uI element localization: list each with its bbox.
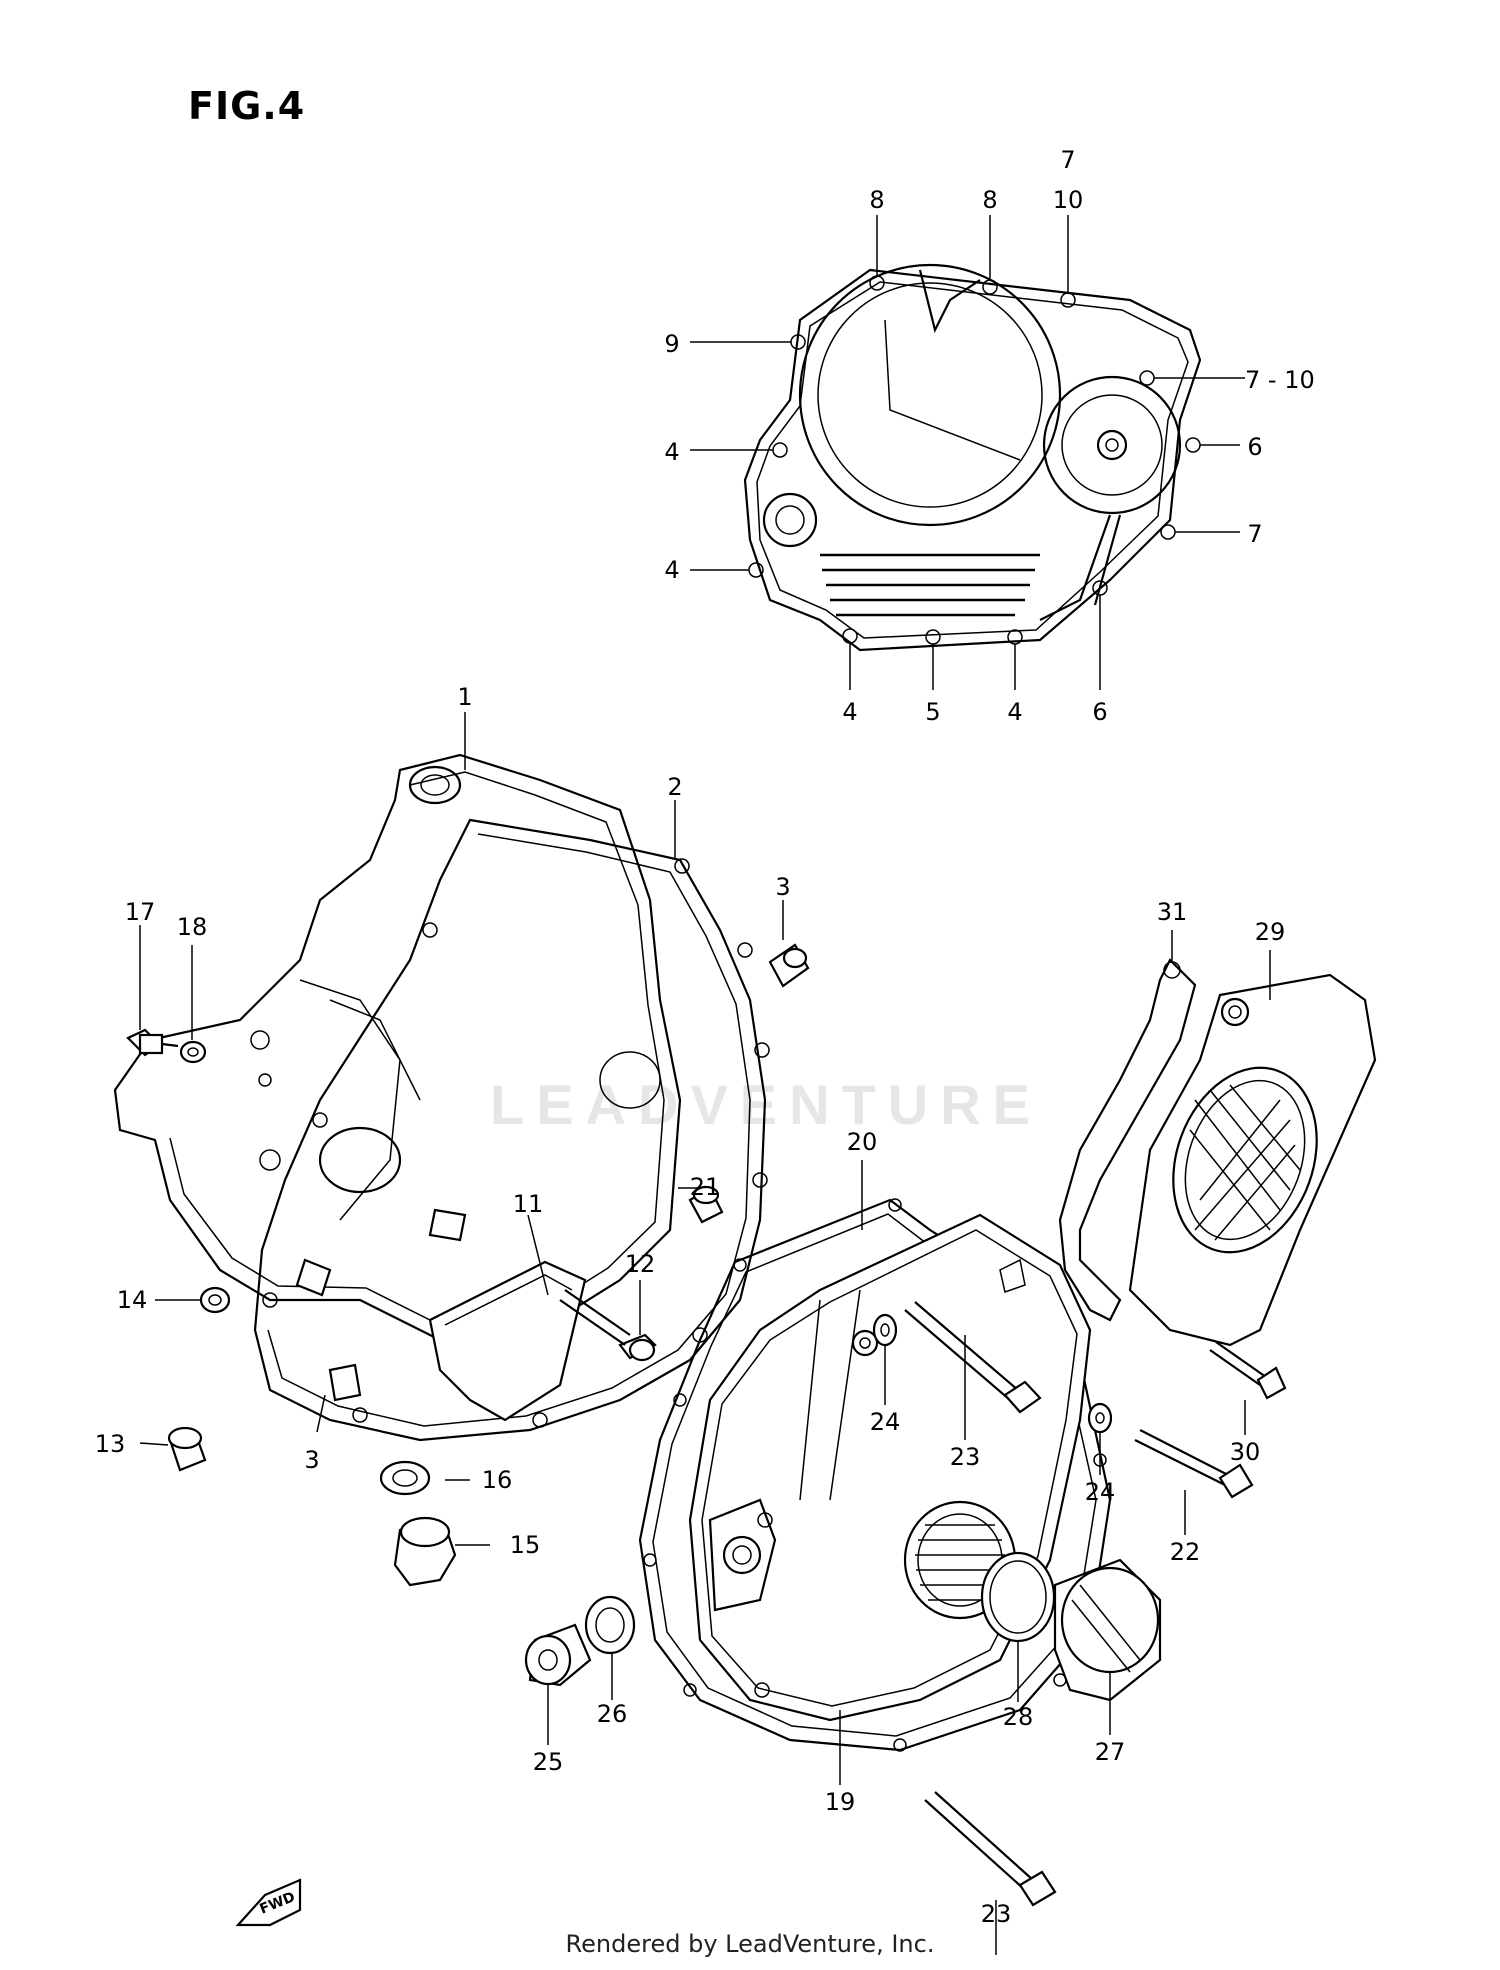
callout-13: 13 bbox=[95, 1430, 126, 1458]
callout-4d: 4 bbox=[1007, 698, 1022, 726]
callout-23b: 23 bbox=[981, 1900, 1012, 1928]
callout-25: 25 bbox=[533, 1748, 564, 1776]
callout-30: 30 bbox=[1230, 1438, 1261, 1466]
figure-title: FIG.4 bbox=[188, 84, 306, 128]
callout-4c: 4 bbox=[842, 698, 857, 726]
callout-29: 29 bbox=[1255, 918, 1286, 946]
callout-22: 22 bbox=[1170, 1538, 1201, 1566]
forward-arrow-badge: FWD bbox=[235, 1878, 302, 1927]
callout-4b: 4 bbox=[664, 556, 679, 584]
callout-2: 2 bbox=[667, 773, 682, 801]
magneto-cover bbox=[688, 1213, 1092, 1722]
callout-3a: 3 bbox=[775, 873, 790, 901]
callout-5: 5 bbox=[925, 698, 940, 726]
drain-plugs-left bbox=[126, 1028, 457, 1587]
callout-23a: 23 bbox=[950, 1443, 981, 1471]
footer-credit: Rendered by LeadVenture, Inc. bbox=[565, 1930, 935, 1958]
callout-16: 16 bbox=[482, 1466, 513, 1494]
callout-7b: 7 bbox=[1247, 520, 1262, 548]
callout-1: 1 bbox=[457, 683, 472, 711]
callout-19: 19 bbox=[825, 1788, 856, 1816]
dowel-pin-21-end bbox=[692, 1185, 720, 1205]
callout-6b: 6 bbox=[1092, 698, 1107, 726]
watermark: LEADVENTURE bbox=[490, 1073, 1043, 1136]
cover-plugs bbox=[524, 1551, 1162, 1702]
callout-9: 9 bbox=[664, 330, 679, 358]
callout-6a: 6 bbox=[1247, 433, 1262, 461]
crankcase-gasket bbox=[253, 818, 770, 1442]
callout-4a: 4 bbox=[664, 438, 679, 466]
callout-3b: 3 bbox=[304, 1446, 319, 1474]
callout-11: 11 bbox=[513, 1190, 544, 1218]
magneto-bolts bbox=[872, 1301, 1254, 1907]
clutch-cover-assembly bbox=[690, 215, 1245, 690]
callout-17: 17 bbox=[125, 898, 156, 926]
callout-15: 15 bbox=[510, 1531, 541, 1559]
leader-lines bbox=[139, 712, 1271, 1955]
callout-7a: 7 bbox=[1060, 146, 1075, 174]
crankcase-cover bbox=[113, 753, 810, 1402]
callout-24b: 24 bbox=[1085, 1478, 1116, 1506]
callout-24a: 24 bbox=[870, 1408, 901, 1436]
callout-31: 31 bbox=[1157, 898, 1188, 926]
inspection-cover bbox=[428, 1260, 657, 1422]
callout-18: 18 bbox=[177, 913, 208, 941]
callout-26: 26 bbox=[597, 1700, 628, 1728]
callout-numbers: 1 2 3 3 4 4 4 4 5 6 6 7 7 7 - 10 8 8 9 1… bbox=[95, 146, 1315, 1928]
callout-8b: 8 bbox=[982, 186, 997, 214]
callout-10: 10 bbox=[1053, 186, 1084, 214]
callout-21: 21 bbox=[690, 1173, 721, 1201]
callout-27: 27 bbox=[1095, 1738, 1126, 1766]
callout-8a: 8 bbox=[869, 186, 884, 214]
callout-12: 12 bbox=[625, 1250, 656, 1278]
callout-28: 28 bbox=[1003, 1703, 1034, 1731]
callout-20: 20 bbox=[847, 1128, 878, 1156]
callout-7-10: 7 - 10 bbox=[1245, 366, 1315, 394]
callout-14: 14 bbox=[117, 1286, 148, 1314]
sprocket-cover bbox=[1058, 958, 1377, 1400]
